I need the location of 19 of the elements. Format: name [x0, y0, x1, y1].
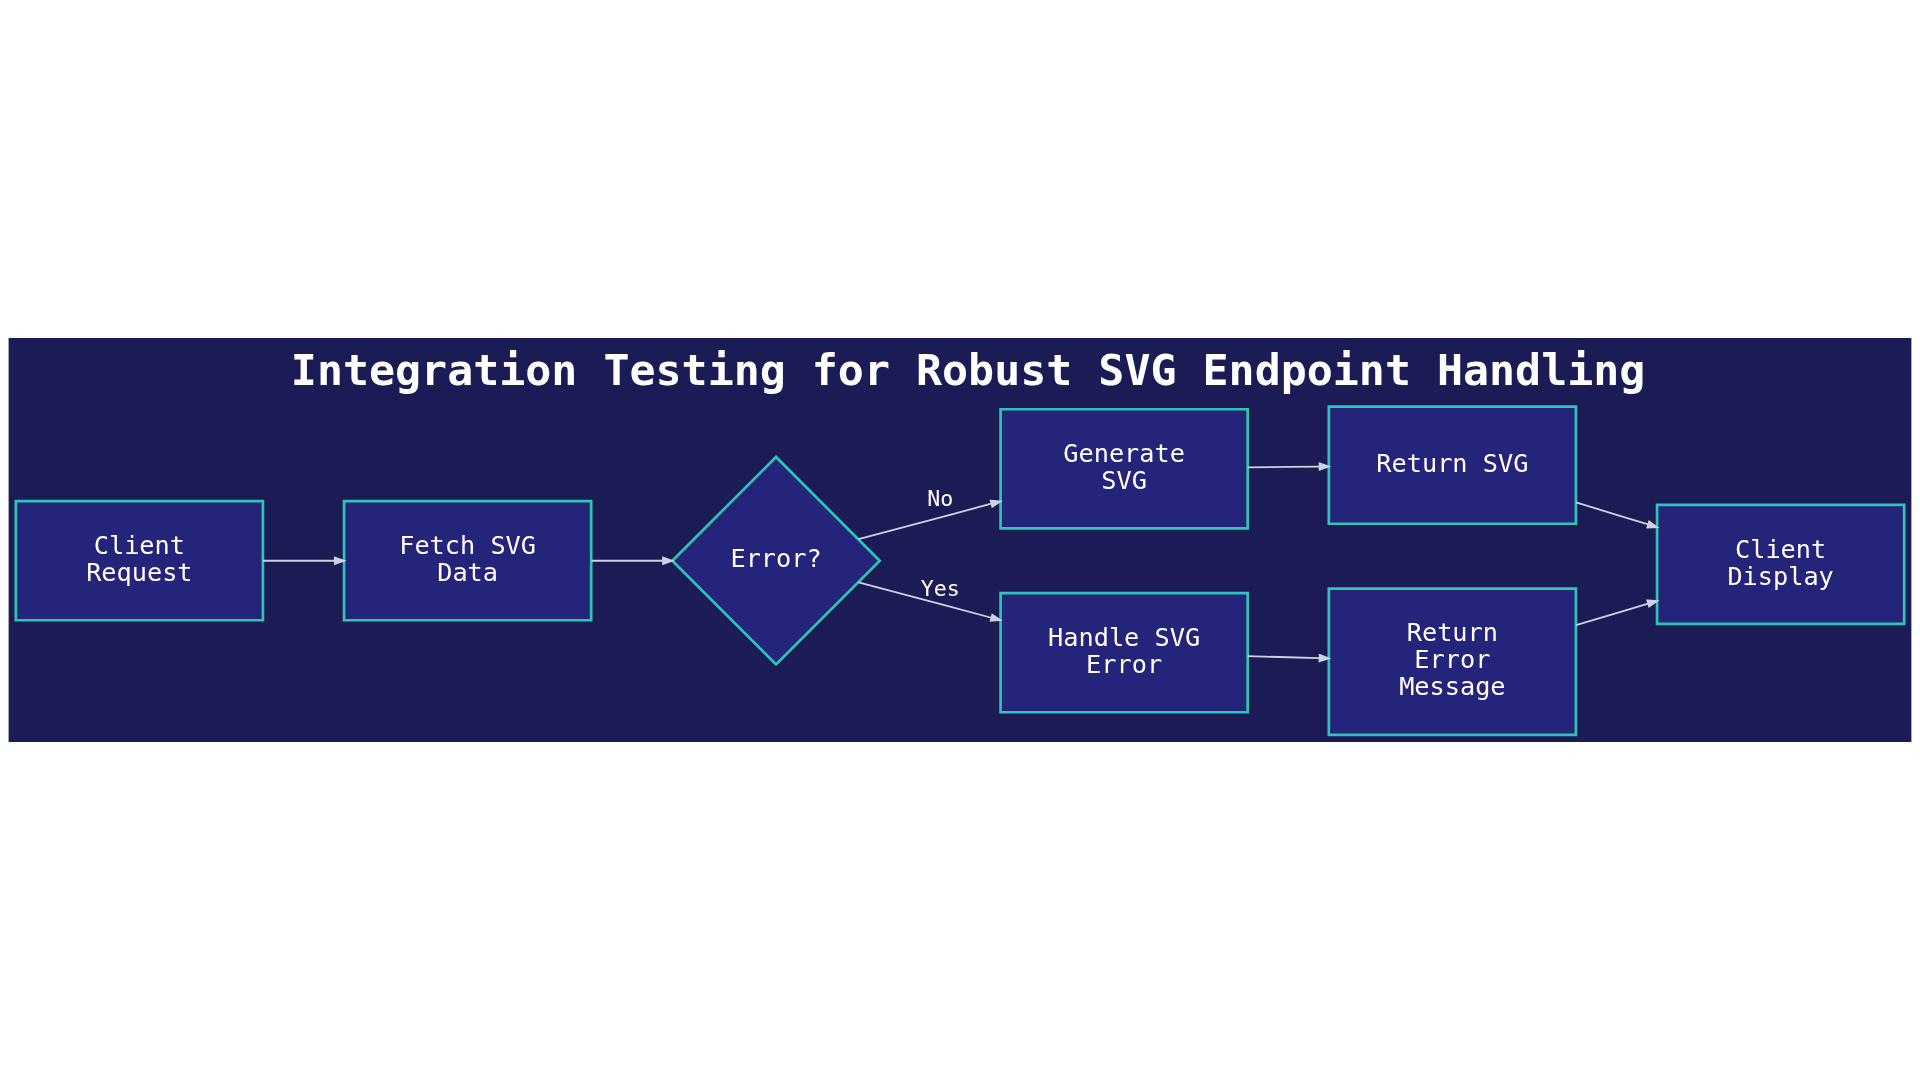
node-box: Handle SVG Error	[999, 591, 1250, 714]
arrow	[1575, 599, 1660, 627]
node-box: Fetch SVG Data	[342, 499, 593, 622]
node-box: Generate SVG	[999, 407, 1250, 530]
edge-label: Yes	[920, 576, 960, 602]
edge-label: No	[927, 485, 954, 511]
arrow	[857, 581, 1003, 622]
arrow	[590, 556, 675, 566]
node-box: Return SVG	[1327, 405, 1578, 526]
arrow	[857, 499, 1003, 541]
node-box: Client Display	[1655, 503, 1906, 626]
arrow	[262, 556, 347, 566]
arrow	[1575, 501, 1660, 529]
diagram-title: Integration Testing for Robust SVG Endpoint Handling	[290, 345, 1646, 396]
node-box: Client Request	[14, 499, 265, 622]
node-box: Return Error Message	[1327, 587, 1578, 737]
arrow	[1246, 462, 1332, 472]
arrow	[1246, 653, 1332, 663]
node-diamond: Error?	[670, 455, 882, 667]
